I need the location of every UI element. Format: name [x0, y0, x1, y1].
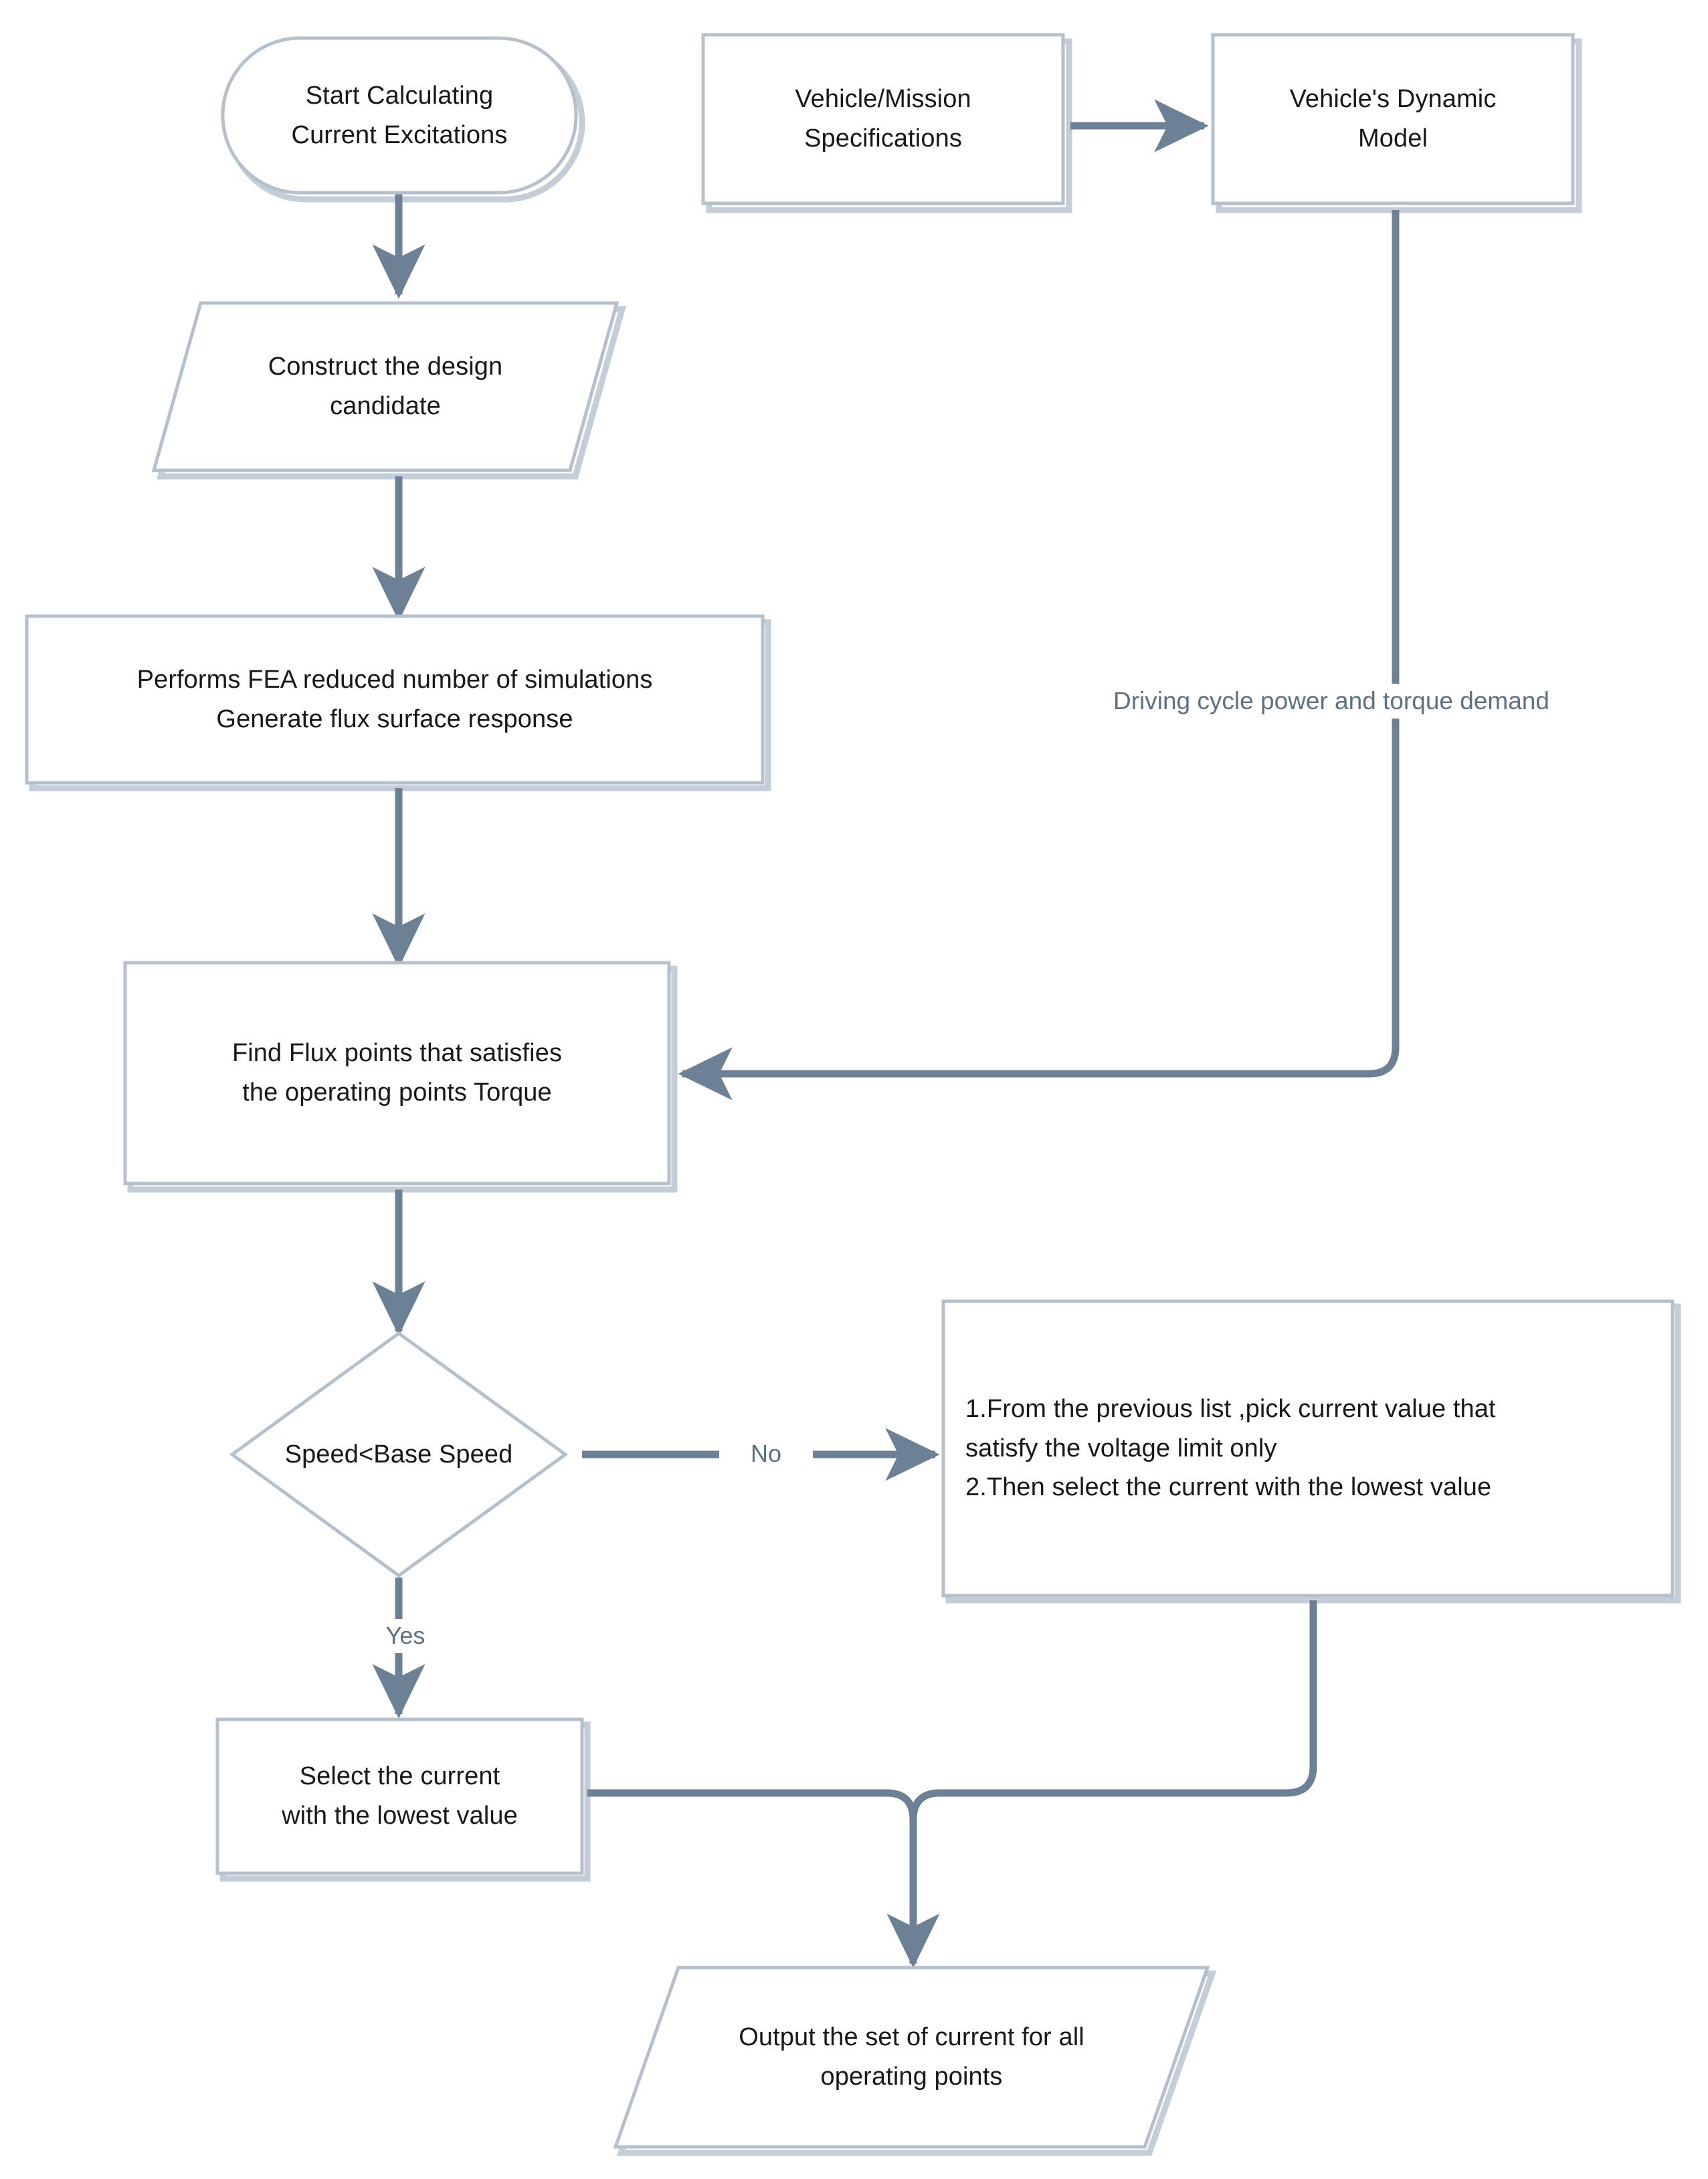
node-shape-output	[613, 1966, 1210, 2149]
node-shape-find-flux	[123, 961, 671, 1186]
node-shape-construct-candidate	[151, 301, 620, 472]
node-shape-start	[221, 36, 578, 195]
edge-select-to-merge	[587, 1789, 917, 1820]
node-shape-fea	[25, 614, 765, 785]
node-shapes	[25, 33, 1675, 2149]
edge-model-to-findflux	[678, 210, 1400, 1101]
node-shape-dynamic-model	[1211, 33, 1575, 205]
node-shape-vehicle-specs	[701, 33, 1065, 205]
edge-steps-to-merge	[909, 1600, 1317, 1820]
node-shape-select-lowest	[215, 1717, 584, 1875]
node-shape-decision-speed	[229, 1331, 569, 1578]
node-shape-voltage-steps	[941, 1299, 1675, 1598]
